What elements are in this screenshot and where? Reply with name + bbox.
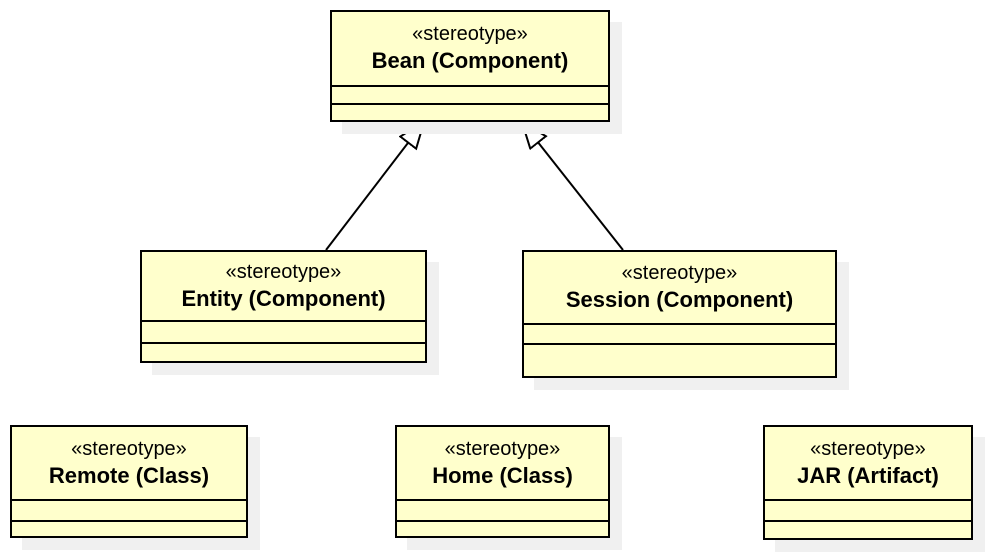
class-title: «stereotype» JAR (Artifact)	[765, 427, 971, 499]
class-title: «stereotype» Entity (Component)	[142, 252, 425, 320]
attributes-compartment	[765, 499, 971, 520]
class-title: «stereotype» Home (Class)	[397, 427, 608, 499]
stereotype-label: «stereotype»	[225, 260, 342, 283]
edge-entity-to-bean	[325, 122, 424, 251]
class-name: Entity (Component)	[181, 285, 386, 311]
attributes-compartment	[332, 85, 608, 103]
class-name: Bean (Component)	[371, 48, 569, 74]
attributes-compartment	[12, 499, 246, 520]
class-box-bean: «stereotype» Bean (Component)	[330, 10, 610, 122]
class-box-home: «stereotype» Home (Class)	[395, 425, 610, 538]
class-title: «stereotype» Remote (Class)	[12, 427, 246, 499]
operations-compartment	[142, 342, 425, 361]
stereotype-label: «stereotype»	[444, 437, 561, 460]
attributes-compartment	[397, 499, 608, 520]
attributes-compartment	[142, 320, 425, 342]
stereotype-label: «stereotype»	[71, 437, 187, 460]
edge-session-to-bean	[522, 122, 624, 251]
operations-compartment	[332, 103, 608, 120]
class-box-jar: «stereotype» JAR (Artifact)	[763, 425, 973, 540]
class-name: Home (Class)	[432, 462, 573, 488]
class-box-session: «stereotype» Session (Component)	[522, 250, 837, 378]
class-title: «stereotype» Session (Component)	[524, 252, 835, 323]
class-name: Session (Component)	[565, 287, 794, 313]
class-box-remote: «stereotype» Remote (Class)	[10, 425, 248, 538]
class-name: JAR (Artifact)	[797, 462, 939, 488]
operations-compartment	[524, 343, 835, 376]
stereotype-label: «stereotype»	[412, 23, 528, 46]
class-box-entity: «stereotype» Entity (Component)	[140, 250, 427, 363]
operations-compartment	[765, 520, 971, 538]
operations-compartment	[397, 520, 608, 536]
attributes-compartment	[524, 323, 835, 343]
stereotype-label: «stereotype»	[810, 437, 926, 460]
stereotype-label: «stereotype»	[621, 262, 738, 285]
class-name: Remote (Class)	[48, 462, 210, 488]
operations-compartment	[12, 520, 246, 536]
class-title: «stereotype» Bean (Component)	[332, 12, 608, 85]
